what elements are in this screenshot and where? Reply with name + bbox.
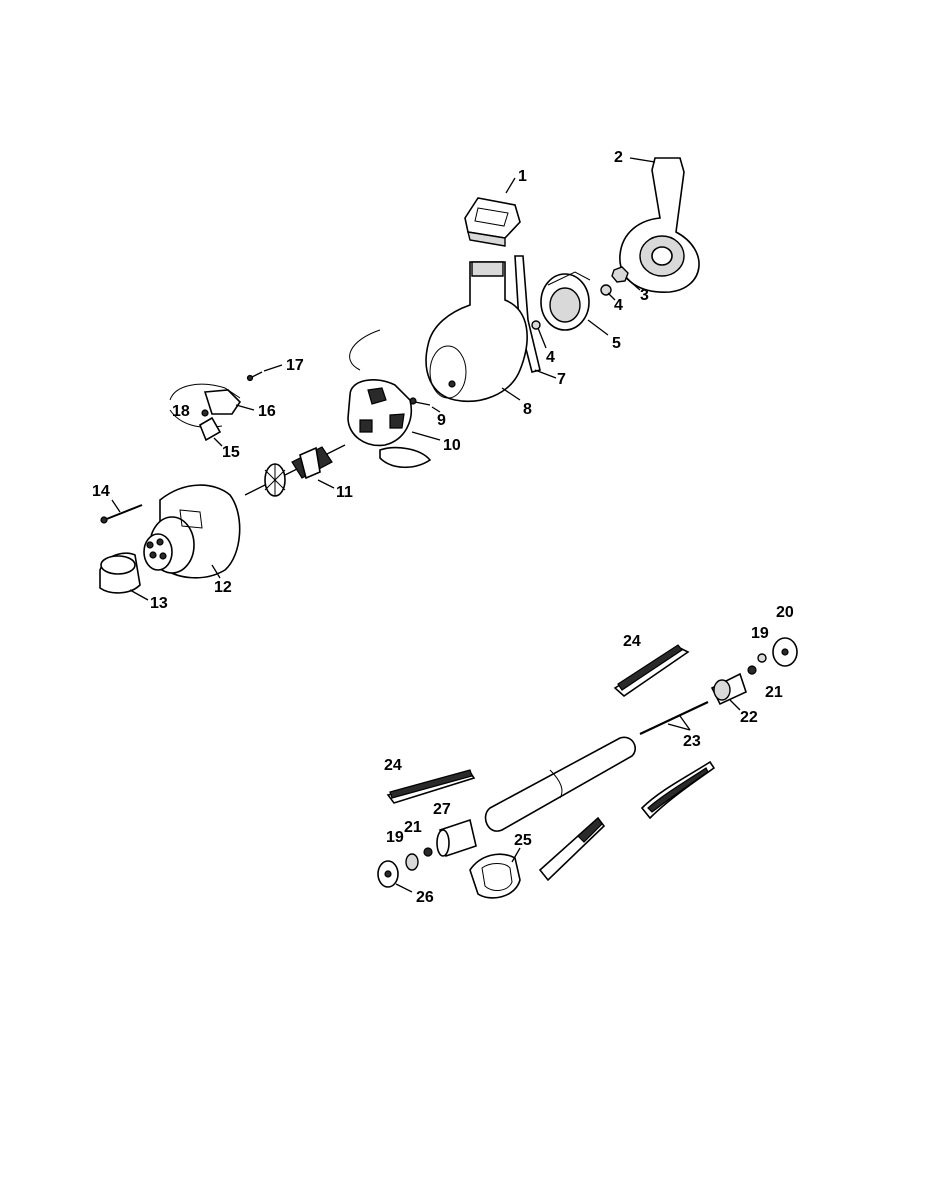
callout-15: 15: [222, 444, 240, 461]
part-8-motor-housing: [425, 261, 528, 402]
part-18-screw: [201, 409, 209, 417]
part-20-end-plate: [772, 637, 798, 667]
leader-2: [629, 157, 656, 163]
part-24-brush-strip-left: [386, 769, 476, 804]
callout-9: 9: [437, 412, 446, 429]
callout-8: 8: [523, 401, 532, 418]
part-17-clip: [246, 371, 263, 382]
callout-2: 2: [614, 149, 623, 166]
part-9-screw: [409, 397, 431, 406]
leader-4b: [537, 327, 547, 349]
callout-14: 14: [92, 483, 110, 500]
callout-19a: 19: [751, 625, 769, 642]
callout-4a: 4: [614, 297, 623, 314]
part-5-fan-housing: [540, 271, 591, 331]
leader-11: [317, 479, 335, 489]
part-2-handle-bracket: [619, 157, 700, 293]
part-4-washer-upper: [600, 284, 612, 296]
part-4-screw-lower: [531, 320, 541, 330]
part-22-end-cap: [710, 672, 747, 706]
part-11-armature: [244, 444, 346, 497]
part-16-brush-holder: [169, 383, 242, 428]
part-1-switch-cap: [464, 197, 521, 247]
callout-1: 1: [518, 168, 527, 185]
callout-10: 10: [443, 437, 461, 454]
leader-16: [235, 404, 255, 411]
leader-7: [534, 369, 557, 379]
part-26-end-plate: [377, 860, 399, 888]
callout-19b: 19: [386, 829, 404, 846]
callout-21b: 21: [404, 819, 422, 836]
part-3-nut: [611, 266, 629, 283]
part-14-bolt: [100, 504, 143, 524]
callout-3: 3: [640, 287, 649, 304]
callout-27: 27: [433, 801, 451, 818]
leader-22: [729, 699, 741, 711]
leader-14: [111, 499, 121, 513]
part-19-bearing-upper: [757, 653, 767, 663]
leader-10: [411, 431, 441, 441]
part-23-shaft: [639, 701, 709, 735]
part-10-field-assembly: [347, 329, 432, 469]
callout-23: 23: [683, 733, 701, 750]
fan-cover-grille: [146, 538, 167, 560]
leader-25: [511, 847, 521, 863]
callout-16: 16: [258, 403, 276, 420]
armature-fan: [264, 463, 286, 497]
leader-8: [501, 387, 521, 401]
part-24-brush-strip-right: [640, 760, 716, 820]
leader-5: [587, 319, 609, 336]
leader-26: [395, 883, 413, 893]
part-15-bracket: [199, 416, 222, 442]
callout-17: 17: [286, 357, 304, 374]
leader-12: [211, 564, 221, 579]
leader-23: [667, 715, 691, 731]
callout-21a: 21: [765, 684, 783, 701]
leader-17: [263, 364, 283, 372]
part-brushroll-body: [484, 736, 636, 832]
part-12-fan-cover: [143, 484, 241, 579]
callout-11: 11: [336, 484, 353, 501]
part-21-washer-lower: [423, 847, 433, 857]
callout-20: 20: [776, 604, 794, 621]
callout-7: 7: [557, 371, 566, 388]
leader-9: [431, 406, 441, 413]
callout-24a: 24: [623, 633, 641, 650]
part-21-washer-upper: [747, 665, 757, 675]
callout-25: 25: [514, 832, 532, 849]
callout-12: 12: [214, 579, 232, 596]
part-27-bearing-housing: [436, 818, 477, 858]
part-13-end-cap: [99, 552, 141, 594]
callout-26: 26: [416, 889, 434, 906]
leader-15: [213, 437, 223, 447]
callout-4b: 4: [546, 349, 555, 366]
leader-1: [505, 177, 516, 194]
part-24-brush-strip-upper: [613, 644, 690, 698]
leader-3: [625, 277, 641, 291]
leader-4a: [607, 292, 616, 301]
part-25-belt: [469, 853, 521, 899]
callout-24b: 24: [384, 757, 402, 774]
callout-5: 5: [612, 335, 621, 352]
part-bristle-insert: [538, 816, 606, 882]
callout-18: 18: [172, 403, 190, 420]
leader-13: [129, 589, 149, 601]
callout-13: 13: [150, 595, 168, 612]
part-19-bearing-lower: [405, 853, 419, 871]
callout-22: 22: [740, 709, 758, 726]
